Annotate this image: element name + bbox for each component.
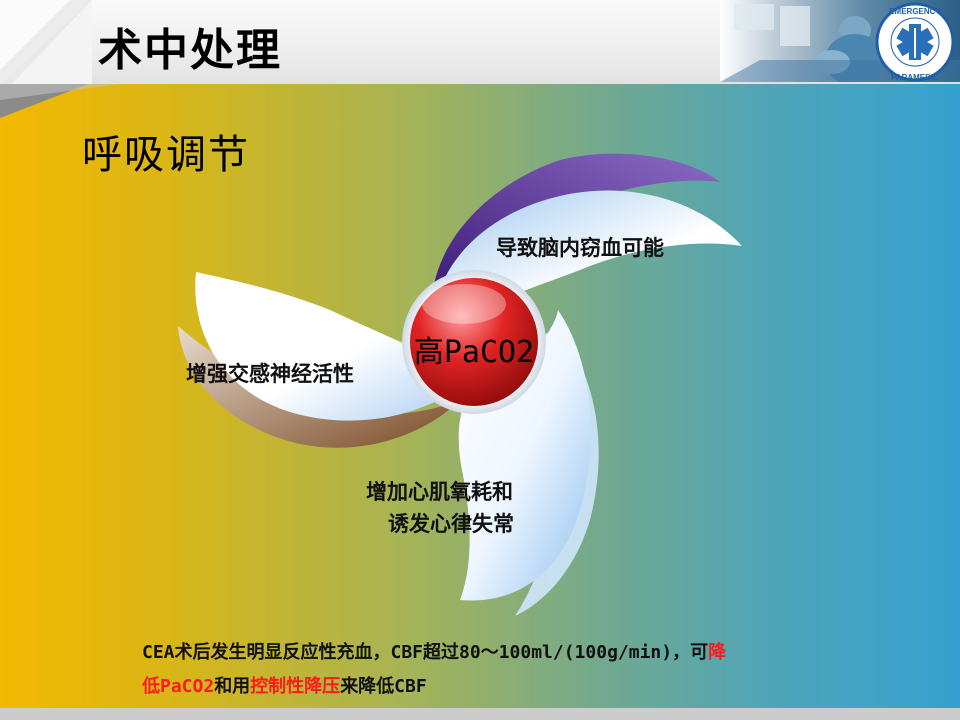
petal-label-bottom-line2: 诱发心律失常 [388,512,514,536]
section-title: 呼吸调节 [82,132,250,178]
petal-bottom [458,310,591,601]
petal-label-left: 增强交感神经活性 [186,362,354,386]
center-label: 高PaCO2 [413,335,535,370]
page-title: 术中处理 [98,25,282,76]
petal-left [195,272,470,421]
footer-text-red-1: 降 [708,642,727,663]
petal-left-shadow [178,326,460,448]
footer-note: CEA术后发生明显反应性充血，CBF超过80～100ml/(100g/min)，… [142,636,882,704]
footer-text-2: 和用 [214,676,251,697]
footer-text-red-2: 低PaCO2 [142,676,215,697]
logo-text-bottom: PARAMEDIC [891,73,939,82]
logo-text-top: EMERGENCY [889,7,941,16]
petal-label-top: 导致脑内窃血可能 [496,236,664,260]
petal-top-shadow [432,153,720,298]
footer-text-red-3: 控制性降压 [250,676,341,697]
footer-text-3: 来降低CBF [340,676,427,697]
paramedic-logo-icon: EMERGENCY PARAMEDIC [875,2,955,82]
center-ball-icon [410,278,538,406]
footer-text-1: CEA术后发生明显反应性充血，CBF超过80～100ml/(100g/min)，… [142,642,709,663]
petal-label-bottom-line1: 增加心肌氧耗和 [366,480,513,504]
